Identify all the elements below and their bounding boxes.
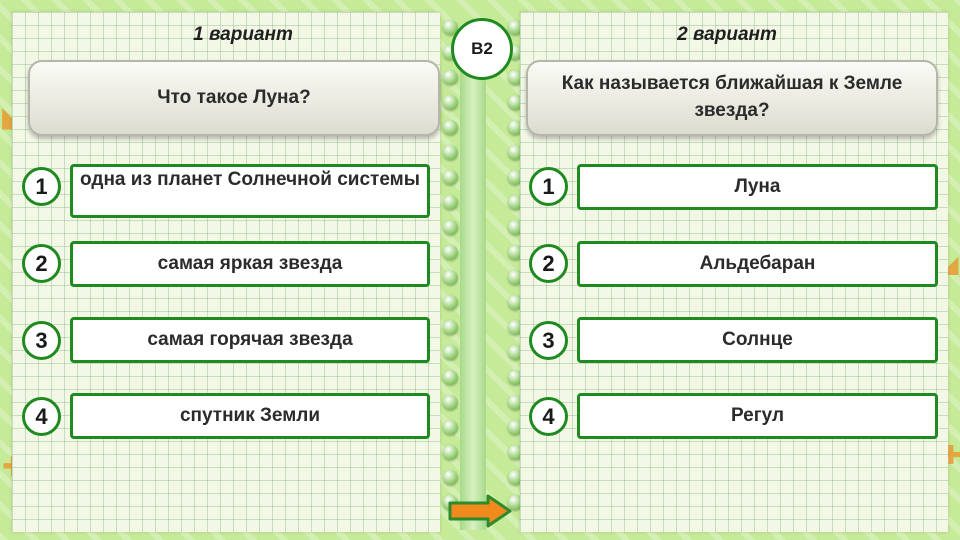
bead (443, 470, 458, 485)
bead (508, 445, 523, 460)
bead (508, 120, 523, 135)
variant-1-answer-4[interactable]: спутник Земли (70, 393, 430, 439)
bead (508, 245, 523, 260)
variant-1-answer-1[interactable]: одна из планет Солнечной системы (70, 164, 430, 218)
variant-2-question: Как называется ближайшая к Земле звезда? (526, 60, 938, 136)
bead (443, 345, 458, 360)
bead-divider (460, 40, 486, 530)
bead (443, 170, 458, 185)
bead (508, 145, 523, 160)
variant-2-answer-2-number: 2 (529, 244, 568, 283)
bead (508, 345, 523, 360)
variant-2-answer-1[interactable]: Луна (577, 164, 938, 210)
bead (508, 220, 523, 235)
variant-2-answer-3[interactable]: Солнце (577, 317, 938, 363)
variant-1-title: 1 вариант (193, 24, 293, 45)
bead (443, 95, 458, 110)
variant-1-answer-3[interactable]: самая горячая звезда (70, 317, 430, 363)
bead (443, 245, 458, 260)
bead (508, 320, 523, 335)
bead (443, 70, 458, 85)
variant-1-answer-3-number: 3 (22, 321, 61, 360)
variant-2-answer-1-number: 1 (529, 167, 568, 206)
bead (508, 370, 523, 385)
variant-1-answer-4-number: 4 (22, 397, 61, 436)
arrow-right-icon (448, 494, 512, 528)
next-button[interactable] (448, 494, 512, 528)
bead (508, 270, 523, 285)
bead (508, 470, 523, 485)
bead (508, 95, 523, 110)
variant-2-title: 2 вариант (677, 24, 777, 45)
bead (443, 120, 458, 135)
bead (443, 320, 458, 335)
bead (508, 420, 523, 435)
bead (443, 370, 458, 385)
variant-1-answer-2[interactable]: самая яркая звезда (70, 241, 430, 287)
bead (443, 295, 458, 310)
variant-2-answer-3-number: 3 (529, 321, 568, 360)
variant-1-answer-1-number: 1 (22, 167, 61, 206)
bead (508, 395, 523, 410)
variant-1-answer-2-number: 2 (22, 244, 61, 283)
bead (443, 20, 458, 35)
variant-2-answer-4-number: 4 (529, 397, 568, 436)
variant-1-question: Что такое Луна? (28, 60, 440, 136)
variant-2-answer-2[interactable]: Альдебаран (577, 241, 938, 287)
bead (508, 20, 523, 35)
bead (508, 170, 523, 185)
bead (443, 195, 458, 210)
bead (443, 445, 458, 460)
bead (443, 270, 458, 285)
bead (508, 70, 523, 85)
bead (508, 295, 523, 310)
variant-2-answer-4[interactable]: Регул (577, 393, 938, 439)
bead (508, 195, 523, 210)
bead (443, 395, 458, 410)
bead (443, 420, 458, 435)
bead (443, 220, 458, 235)
question-badge: B2 (451, 18, 513, 80)
bead (508, 495, 523, 510)
bead (443, 145, 458, 160)
